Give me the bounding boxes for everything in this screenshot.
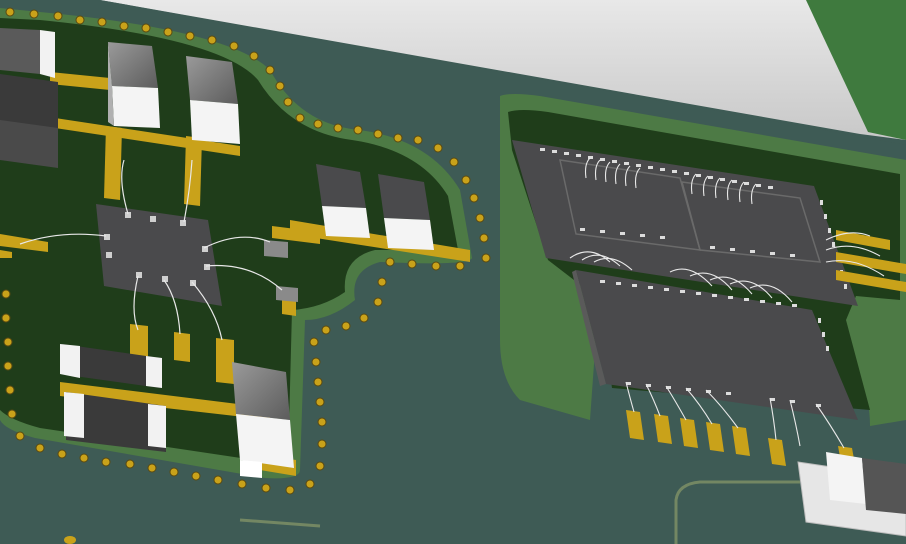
via-ring-left — [1, 7, 491, 495]
qfn-chip-left — [96, 204, 222, 306]
capacitor-1 — [108, 42, 160, 128]
capacitor-3 — [232, 362, 294, 478]
bond-wires-left — [19, 159, 283, 341]
board-edge-strip — [806, 0, 906, 140]
background-sky — [90, 0, 906, 140]
connector-bottom-right — [797, 452, 906, 537]
board-traces-bottom — [239, 480, 800, 544]
transistor-1 — [316, 164, 370, 238]
inductor-top-left — [0, 28, 58, 168]
inductor-bottom-2 — [64, 392, 166, 452]
die-top — [512, 140, 858, 306]
die-bottom — [572, 270, 858, 420]
via-bottom-left — [64, 536, 76, 544]
bond-wires-right — [569, 157, 885, 449]
capacitor-2 — [186, 56, 240, 144]
small-chip-1 — [264, 240, 288, 258]
inductor-bottom-1 — [60, 344, 162, 388]
transistor-2 — [378, 174, 434, 250]
